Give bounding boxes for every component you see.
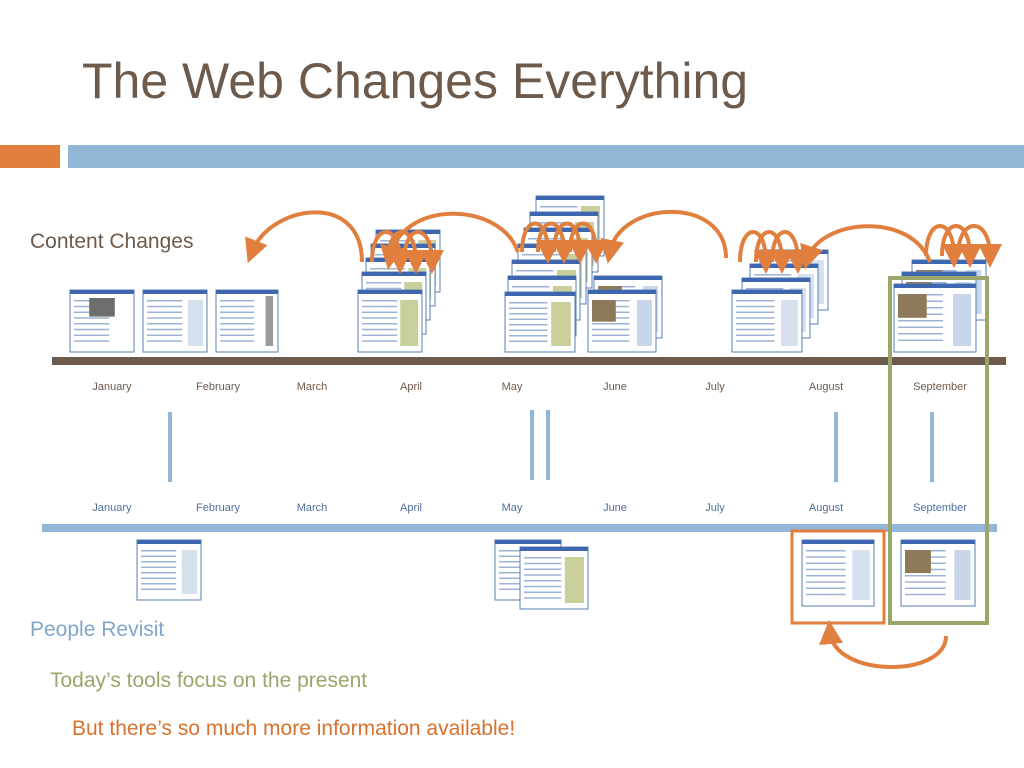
loop-august-2	[754, 230, 794, 274]
people-revisit-label: People Revisit	[30, 618, 165, 641]
loop-may-1	[520, 221, 560, 264]
loop-may-2	[536, 221, 576, 264]
loop-may-3	[552, 221, 592, 264]
thumb-september-front	[893, 283, 977, 353]
thumb-january	[69, 289, 135, 353]
top-month-may: May	[502, 381, 523, 393]
bottom-month-july: July	[705, 502, 725, 514]
top-month-january: January	[92, 381, 132, 393]
loop-april-2	[386, 230, 428, 274]
tools-focus-text: Today’s tools focus on the present	[50, 669, 368, 692]
loop-may-4	[568, 221, 608, 264]
accent-bar-orange	[0, 145, 60, 168]
top-month-february: February	[196, 381, 241, 393]
loop-august-1	[738, 230, 778, 274]
bottom-month-june: June	[603, 502, 627, 514]
change-arrows	[245, 210, 1002, 669]
arrow-august-to-june	[600, 210, 728, 264]
thumb-august-front	[731, 289, 803, 353]
top-month-april: April	[400, 381, 422, 393]
top-month-august: August	[809, 381, 843, 393]
thumb-march	[215, 289, 279, 353]
bottom-month-september: September	[913, 502, 967, 514]
highlight-box-september	[888, 276, 989, 625]
top-month-march: March	[297, 381, 328, 393]
revisit-thumb-january	[136, 539, 202, 601]
thumb-may-front	[504, 291, 576, 353]
arrow-september-to-august	[800, 224, 932, 270]
top-month-june: June	[603, 381, 627, 393]
thumb-june-front	[587, 289, 657, 353]
page-thumbnails	[69, 195, 987, 610]
revisit-thumb-august	[801, 539, 875, 607]
bottom-month-february: February	[196, 502, 241, 514]
arrow-april-to-march	[245, 210, 364, 264]
slide-title: The Web Changes Everything	[82, 53, 749, 109]
bottom-timeline-bar	[42, 524, 997, 532]
bottom-month-labels: January February March April May June July Augu…	[92, 502, 967, 514]
thumb-april-front	[357, 289, 423, 353]
bottom-month-march: March	[297, 502, 328, 514]
bottom-month-august: August	[809, 502, 843, 514]
top-timeline-bar	[52, 357, 1006, 365]
loop-august-3	[770, 230, 810, 274]
loop-september-3	[956, 224, 1002, 268]
accent-bar-blue	[68, 145, 1024, 168]
thumb-february	[142, 289, 208, 353]
revisit-thumb-may-front	[519, 546, 589, 610]
arrow-revisit-bottom	[819, 620, 948, 669]
top-month-labels: January February March April May June July Augu…	[92, 381, 967, 393]
revisit-thumb-september	[900, 539, 976, 607]
top-month-july: July	[705, 381, 725, 393]
top-month-september: September	[913, 381, 967, 393]
more-info-text: But there’s so much more information ava…	[72, 717, 516, 740]
loop-april-1	[370, 230, 412, 274]
highlight-box-august	[790, 529, 886, 625]
loop-september-1	[924, 224, 966, 268]
loop-april-3	[402, 230, 444, 274]
revisit-marks	[168, 410, 934, 482]
content-changes-label: Content Changes	[30, 230, 194, 253]
bottom-month-january: January	[92, 502, 132, 514]
bottom-month-april: April	[400, 502, 422, 514]
loop-september-2	[940, 224, 982, 268]
bottom-month-may: May	[502, 502, 523, 514]
